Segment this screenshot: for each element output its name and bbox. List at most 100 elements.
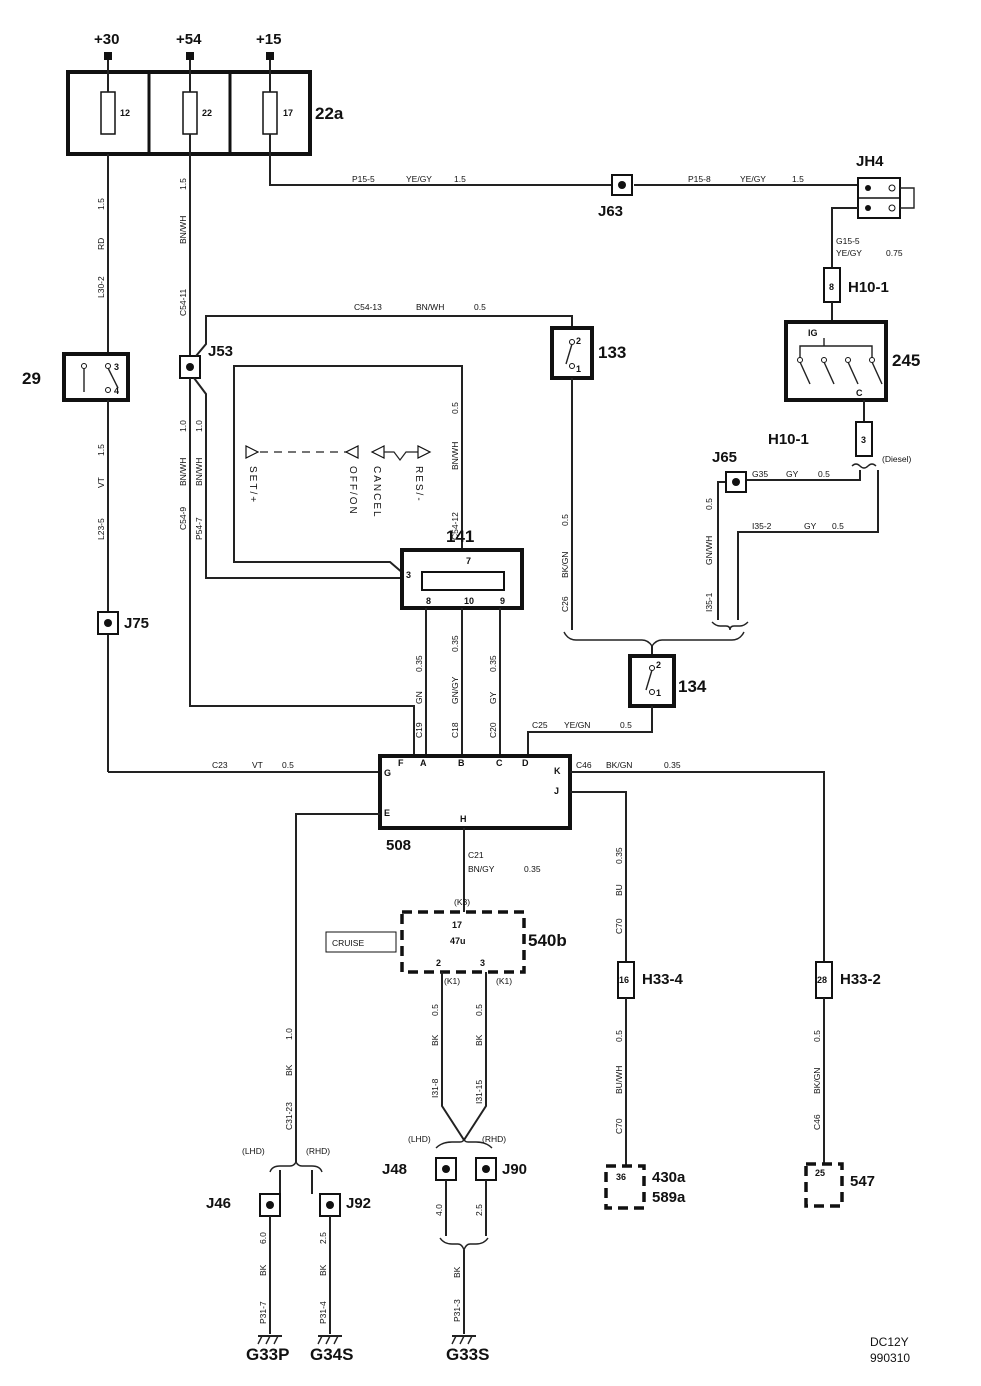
- svg-text:BN/GY: BN/GY: [468, 864, 495, 874]
- svg-text:0.5: 0.5: [282, 760, 294, 770]
- svg-text:2: 2: [656, 660, 661, 670]
- svg-text:47u: 47u: [450, 936, 466, 946]
- svg-text:C54-13: C54-13: [354, 302, 382, 312]
- svg-text:2: 2: [576, 336, 581, 346]
- svg-text:G33S: G33S: [446, 1345, 489, 1364]
- svg-text:0.75: 0.75: [886, 248, 903, 258]
- svg-text:7: 7: [466, 556, 471, 566]
- wire-c70: 0.35 BU C70: [570, 791, 627, 962]
- svg-text:3: 3: [114, 362, 119, 372]
- svg-text:H33-4: H33-4: [642, 971, 684, 988]
- svg-text:17: 17: [452, 920, 462, 930]
- svg-text:CRUISE: CRUISE: [332, 938, 364, 948]
- terminal-54: +54: [176, 31, 202, 48]
- svg-text:J48: J48: [382, 1161, 407, 1178]
- svg-text:508: 508: [386, 837, 411, 854]
- component-430a-589a: 36 430a 589a: [604, 1164, 686, 1210]
- svg-text:JH4: JH4: [856, 153, 884, 170]
- res-switch-icon: [417, 445, 432, 459]
- svg-text:133: 133: [598, 343, 626, 362]
- svg-text:4: 4: [114, 386, 119, 396]
- offon-switch-icon: [344, 445, 359, 459]
- svg-text:D: D: [522, 758, 529, 768]
- svg-text:141: 141: [446, 527, 474, 546]
- svg-text:0.35: 0.35: [450, 635, 460, 652]
- splice-j48: J48: [382, 1157, 457, 1181]
- connector-h10-1-bottom: 3 H10-1 (Diesel): [768, 400, 911, 469]
- connector-jh4: JH4: [856, 153, 915, 219]
- ground-g33s: G33S: [446, 1335, 489, 1364]
- fuse-17-label: 17: [283, 108, 293, 118]
- svg-text:BN/WH: BN/WH: [194, 458, 204, 486]
- component-547: 25 547: [804, 1162, 875, 1208]
- svg-text:3: 3: [861, 435, 866, 445]
- svg-text:0.5: 0.5: [450, 402, 460, 414]
- wire-c54-9: 1.0 BN/WH C54-9: [178, 378, 415, 756]
- svg-text:C46: C46: [576, 760, 592, 770]
- svg-text:1.5: 1.5: [792, 174, 804, 184]
- svg-text:J65: J65: [712, 449, 737, 466]
- svg-text:BK: BK: [452, 1266, 462, 1278]
- svg-text:H10-1: H10-1: [768, 431, 809, 448]
- svg-text:G15-5: G15-5: [836, 236, 860, 246]
- svg-text:L23-5: L23-5: [96, 518, 106, 540]
- svg-text:2.5: 2.5: [474, 1204, 484, 1216]
- wire-c54-11: 1.5 BN/WH C54-11: [178, 134, 191, 356]
- svg-text:VT: VT: [252, 760, 263, 770]
- svg-text:J75: J75: [124, 615, 149, 632]
- fuse-12: [100, 91, 116, 135]
- ignition-switch-245: IG C 245: [784, 320, 920, 402]
- connector-h33-4: 16 H33-4: [617, 961, 684, 999]
- fuse-22-label: 22: [202, 108, 212, 118]
- svg-text:134: 134: [678, 677, 707, 696]
- svg-text:I35-1: I35-1: [704, 592, 714, 612]
- svg-text:K: K: [554, 766, 561, 776]
- svg-text:A: A: [420, 758, 427, 768]
- component-141: 3 7 8 10 9 141: [400, 527, 524, 610]
- svg-text:4.0: 4.0: [434, 1204, 444, 1216]
- cancel-switch-icon: [370, 445, 385, 459]
- switch-133: 2 1 133: [550, 326, 626, 380]
- svg-text:GN/GY: GN/GY: [450, 676, 460, 704]
- fuse-12-label: 12: [120, 108, 130, 118]
- svg-text:BK/GN: BK/GN: [606, 760, 632, 770]
- splice-j53: J53: [179, 343, 233, 379]
- svg-text:430a: 430a: [652, 1169, 686, 1186]
- svg-text:VT: VT: [96, 477, 106, 488]
- svg-text:0.5: 0.5: [614, 1030, 624, 1042]
- switch-29: 3 4 29: [22, 352, 130, 402]
- svg-text:BN/WH: BN/WH: [178, 458, 188, 486]
- svg-text:J46: J46: [206, 1195, 231, 1212]
- svg-text:GN/WH: GN/WH: [704, 536, 714, 565]
- svg-text:H33-2: H33-2: [840, 971, 881, 988]
- svg-text:1.5: 1.5: [96, 198, 106, 210]
- svg-text:P31-7: P31-7: [258, 1301, 268, 1324]
- svg-text:990310: 990310: [870, 1351, 910, 1365]
- wire-p31-3: 4.0 2.5 BK P31-3: [434, 1180, 489, 1334]
- svg-text:YE/GY: YE/GY: [836, 248, 862, 258]
- svg-text:0.5: 0.5: [474, 1004, 484, 1016]
- fusebox-22a: 12 22 17 22a: [66, 70, 344, 156]
- svg-text:P31-4: P31-4: [318, 1301, 328, 1324]
- svg-text:10: 10: [464, 596, 474, 606]
- svg-text:0.5: 0.5: [474, 302, 486, 312]
- svg-text:DC12Y: DC12Y: [870, 1335, 909, 1349]
- wires-i31: (K1) (K1) 0.5 BK I31-8 0.5 BK I31-15 (LH…: [408, 972, 512, 1149]
- svg-text:BK/GN: BK/GN: [812, 1068, 822, 1094]
- svg-text:P15-5: P15-5: [352, 174, 375, 184]
- svg-text:G34S: G34S: [310, 1345, 353, 1364]
- terminal-15: +15: [256, 31, 281, 48]
- svg-text:245: 245: [892, 351, 920, 370]
- svg-text:C20: C20: [488, 722, 498, 738]
- svg-text:SET/+: SET/+: [247, 466, 258, 504]
- cruise-switch-loop: 0.5 BN/WH C54-12 SET/+ OFF/ON CANCEL RES…: [233, 365, 463, 575]
- fuse-22: [182, 91, 198, 135]
- svg-text:IG: IG: [808, 328, 818, 338]
- svg-text:P31-3: P31-3: [452, 1299, 462, 1322]
- fuse-17: [262, 91, 278, 135]
- svg-text:GY: GY: [786, 469, 799, 479]
- svg-text:GY: GY: [804, 521, 817, 531]
- svg-text:BK: BK: [258, 1264, 268, 1276]
- svg-text:C31-23: C31-23: [284, 1102, 294, 1130]
